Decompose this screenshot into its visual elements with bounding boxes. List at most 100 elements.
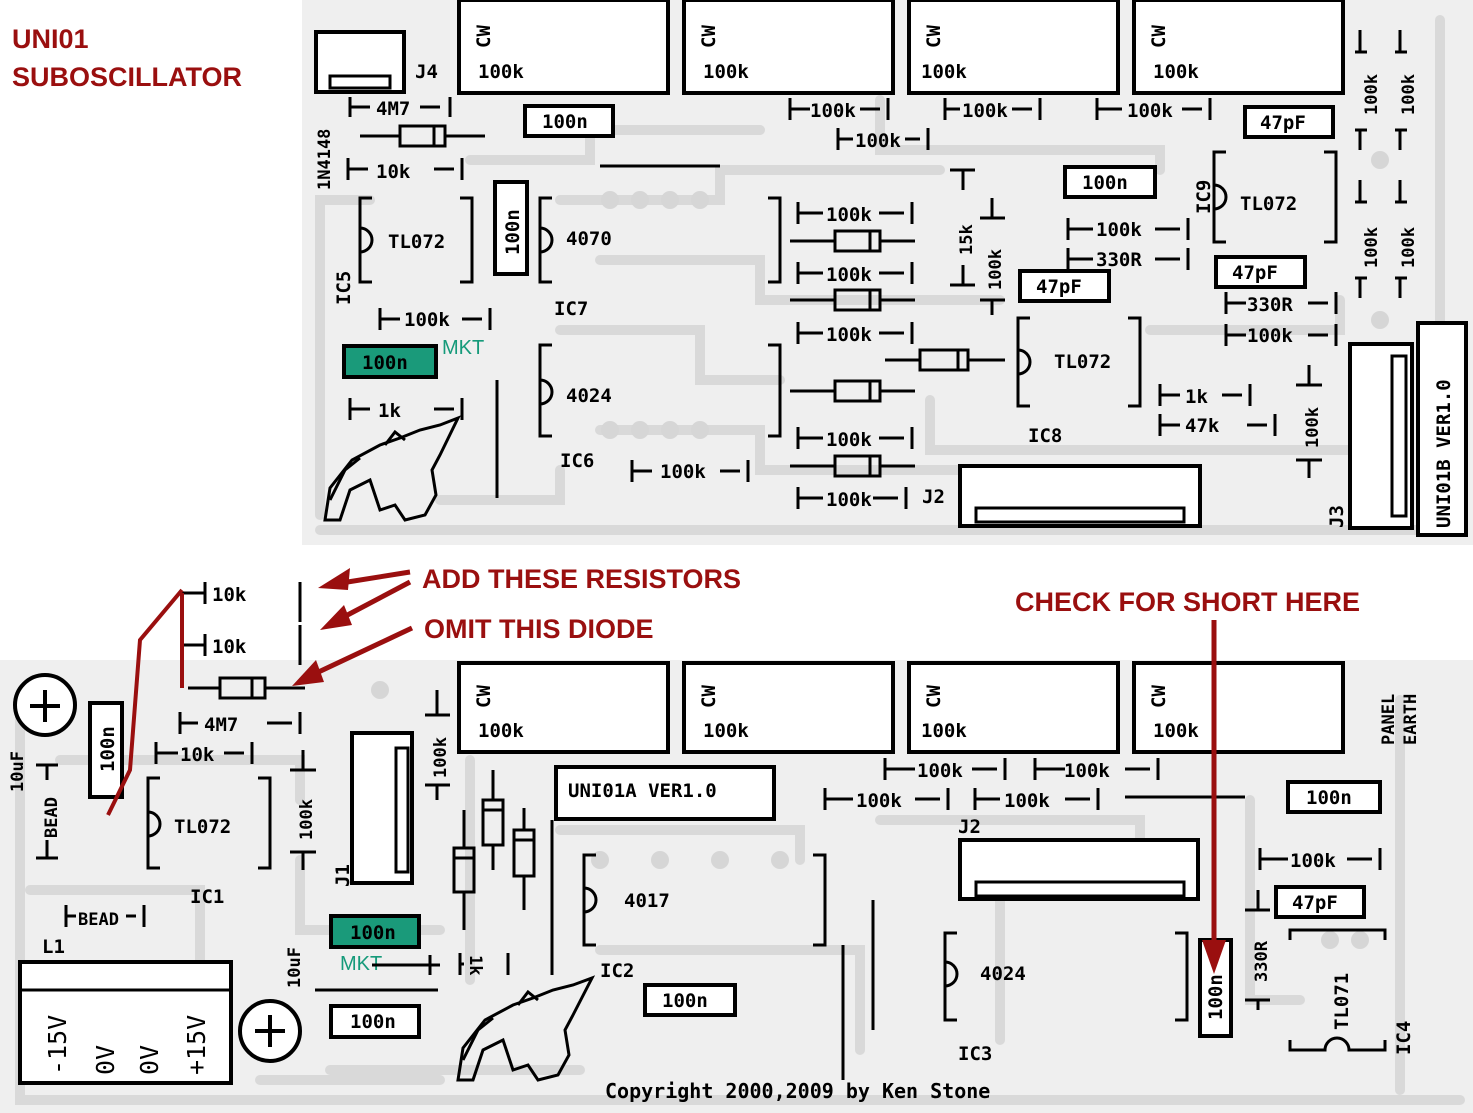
svg-text:IC1: IC1 — [190, 886, 224, 908]
annotation-check-short: CHECK FOR SHORT HERE — [1015, 587, 1360, 974]
svg-text:100k: 100k — [810, 100, 856, 122]
resistor-10k-bottom: 10k — [154, 742, 254, 766]
svg-text:100k: 100k — [404, 309, 450, 331]
panel-earth-label: PANEL EARTH — [1379, 694, 1421, 745]
diode-l2 — [790, 288, 915, 312]
svg-text:100n: 100n — [1205, 974, 1227, 1020]
svg-text:100k: 100k — [478, 720, 524, 742]
svg-text:J1: J1 — [332, 864, 354, 887]
svg-text:100k: 100k — [917, 760, 963, 782]
svg-text:100k: 100k — [297, 799, 317, 840]
svg-text:100k: 100k — [855, 130, 901, 152]
resistor-100k-tr-group-lower: 100k 100k — [1355, 180, 1419, 298]
copyright-text: Copyright 2000,2009 by Ken Stone — [605, 1079, 990, 1103]
svg-text:100k: 100k — [1247, 325, 1293, 347]
omitted-diode — [188, 676, 305, 700]
svg-text:100k: 100k — [826, 204, 872, 226]
svg-text:IC7: IC7 — [554, 298, 588, 320]
svg-text:TL072: TL072 — [1054, 351, 1111, 373]
resistor-100k-tr-group-upper: 100k 100k — [1355, 30, 1419, 150]
svg-text:100n: 100n — [362, 352, 408, 374]
svg-text:100k: 100k — [1064, 760, 1110, 782]
resistor-330r-a: 330R — [1066, 248, 1190, 271]
connector-j1: J1 — [332, 731, 414, 887]
diode-l1 — [790, 229, 915, 253]
svg-text:100k: 100k — [1362, 227, 1382, 268]
resistor-100k-row2: 100k — [836, 128, 930, 152]
diode-ic8-input — [885, 348, 1005, 372]
svg-text:100k: 100k — [1127, 100, 1173, 122]
power-minus15: -15V — [43, 1015, 72, 1075]
diode-vertical-3 — [512, 808, 536, 910]
svg-text:4M7: 4M7 — [376, 98, 410, 120]
svg-text:EARTH: EARTH — [1401, 694, 1421, 745]
svg-text:J3: J3 — [1326, 505, 1348, 528]
svg-text:100n: 100n — [662, 990, 708, 1012]
resistor-100k-j1: 100k — [425, 690, 451, 800]
svg-text:CW: CW — [1148, 685, 1170, 708]
svg-text:330R: 330R — [1247, 294, 1293, 316]
j2-label-top: J2 — [922, 486, 945, 508]
resistor-100k-ic1: 100k — [290, 750, 317, 870]
unicorn-logo-top — [323, 415, 462, 522]
svg-text:4017: 4017 — [624, 890, 670, 912]
resistor-100k-ic5: 100k — [378, 308, 492, 331]
svg-text:100k: 100k — [986, 249, 1006, 290]
svg-text:100k: 100k — [826, 324, 872, 346]
resistor-100k-l1: 100k — [796, 202, 914, 226]
cap-47pf-bottom: 47pF — [1274, 885, 1366, 919]
svg-text:1k: 1k — [465, 955, 485, 975]
svg-text:100n: 100n — [542, 111, 588, 133]
resistor-10k-top: 10k — [346, 158, 464, 183]
ic3: 4024 IC3 — [943, 931, 1189, 1065]
resistor-100k-bottom-c: 100k — [823, 788, 950, 812]
resistor-100k-v2: 100k — [1296, 365, 1323, 478]
ic5: TL072 IC5 — [333, 196, 474, 305]
bottom-pot-4: CW 100k — [1132, 661, 1345, 754]
svg-text:100k: 100k — [962, 100, 1008, 122]
top-pot-4-cw: CW — [1148, 25, 1170, 48]
svg-text:100n: 100n — [97, 726, 119, 772]
svg-text:47k: 47k — [1185, 415, 1220, 437]
svg-text:47pF: 47pF — [1036, 276, 1082, 298]
svg-text:100k: 100k — [1399, 227, 1419, 268]
svg-text:1k: 1k — [378, 400, 401, 422]
bottom-pot-2: CW 100k — [682, 661, 895, 754]
top-pot-2: CW 100k — [682, 0, 895, 95]
annotation-omit-diode: OMIT THIS DIODE — [292, 614, 654, 686]
ic5-label: IC5 — [333, 271, 355, 305]
svg-text:100k: 100k — [1399, 74, 1419, 115]
cap-100n-check-short: 100n — [1198, 938, 1233, 1038]
resistor-100k-row1c: 100k — [1095, 98, 1212, 122]
svg-text:100k: 100k — [1096, 219, 1142, 241]
svg-text:10k: 10k — [376, 161, 411, 183]
svg-text:100n: 100n — [350, 922, 396, 944]
j2-label-bottom: J2 — [958, 816, 981, 838]
resistor-1k-b: 1k — [1158, 384, 1252, 408]
diode-vertical-2 — [481, 770, 505, 870]
svg-text:TL072: TL072 — [388, 231, 445, 253]
svg-text:IC4: IC4 — [1393, 1021, 1415, 1055]
annotation-add-resistors: ADD THESE RESISTORS — [318, 564, 741, 630]
power-connector: -15V 0V 0V +15V — [18, 960, 233, 1085]
svg-text:330R: 330R — [1096, 249, 1142, 271]
svg-text:10k: 10k — [180, 744, 215, 766]
connector-j4: J4 — [314, 30, 438, 94]
cap-47pf-c: 47pF — [1214, 255, 1307, 289]
resistor-100k-v: 100k — [980, 198, 1006, 315]
cap-100n-top: 100n — [523, 104, 615, 138]
svg-text:100k: 100k — [660, 461, 706, 483]
resistor-100k-c: 100k — [1224, 324, 1338, 347]
svg-text:100k: 100k — [1362, 74, 1382, 115]
l1-label: L1 — [42, 936, 65, 958]
svg-text:1k: 1k — [1185, 386, 1208, 408]
svg-text:4024: 4024 — [566, 385, 612, 407]
svg-text:CW: CW — [923, 685, 945, 708]
svg-text:100n: 100n — [502, 209, 524, 255]
svg-text:IC9: IC9 — [1193, 180, 1215, 214]
mkt-label-top: MKT — [442, 337, 484, 359]
cap-100n-ic2: 100n — [643, 983, 737, 1017]
cap-100n-mkt-bottom: 100n MKT — [329, 914, 421, 975]
resistor-4m7-top: 4M7 — [348, 97, 452, 120]
resistor-100k-bottom-top: 100k — [630, 460, 750, 483]
